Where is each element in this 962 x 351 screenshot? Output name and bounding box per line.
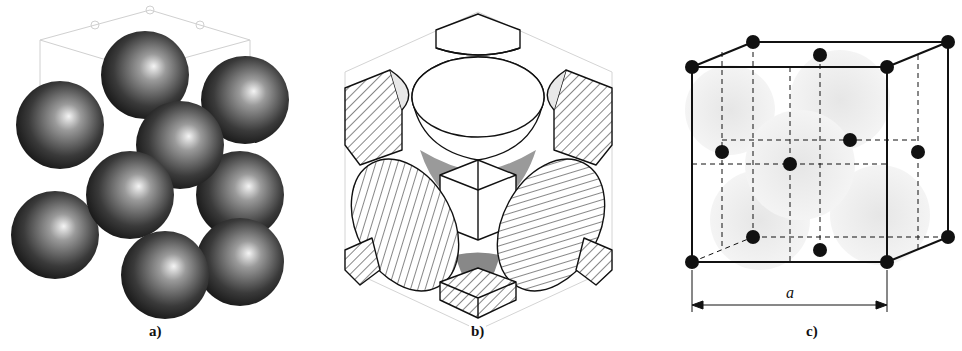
- cell-section-model: [330, 12, 626, 330]
- panel-label: b): [469, 324, 486, 339]
- sphere-model: [11, 6, 289, 319]
- panel-label: c): [804, 324, 820, 339]
- dimension-label: a: [784, 285, 796, 301]
- lattice-cell: [685, 35, 955, 312]
- panel-label: a): [147, 324, 164, 339]
